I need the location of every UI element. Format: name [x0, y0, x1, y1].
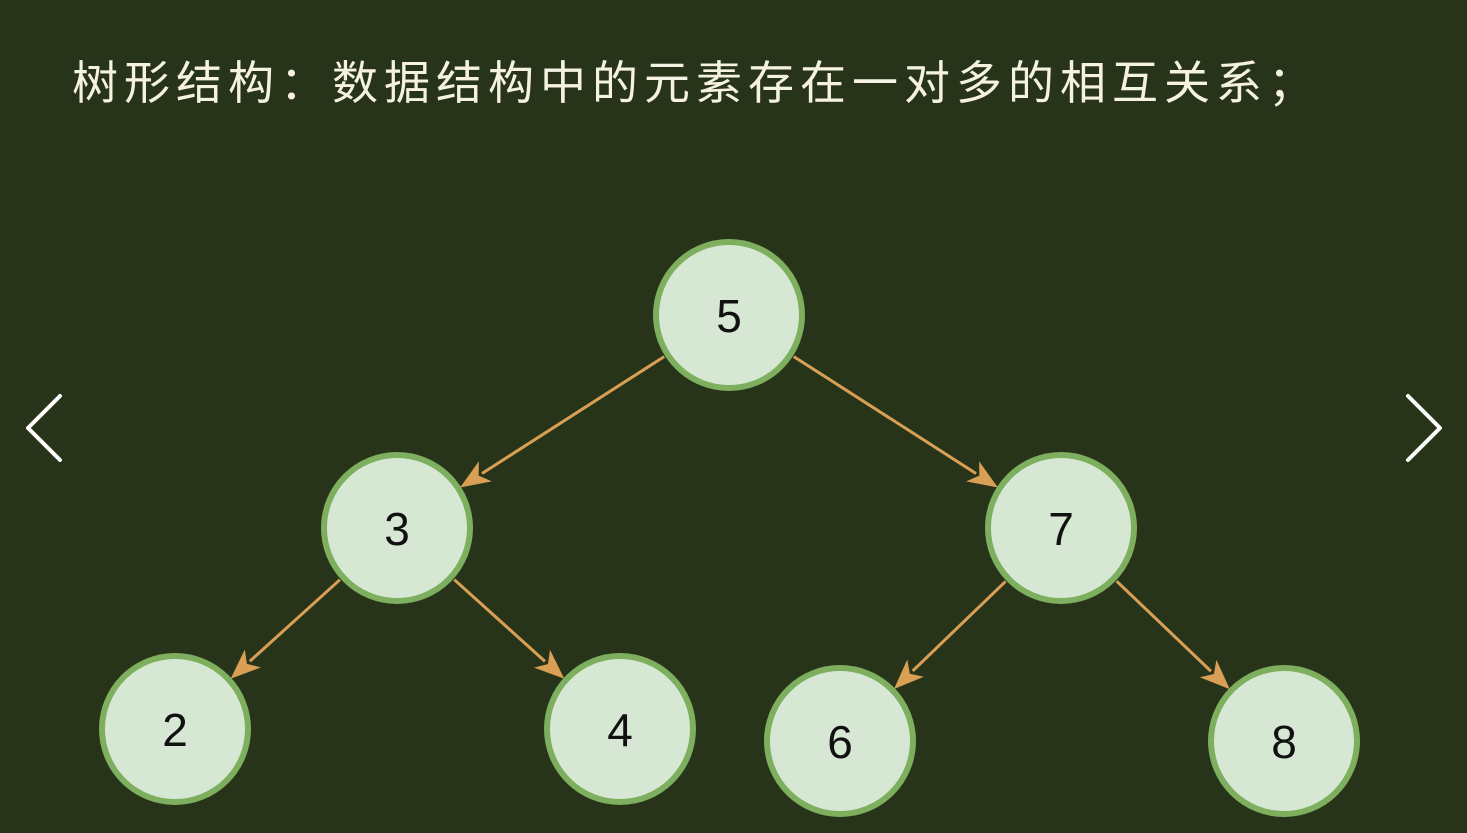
node-label: 5 [716, 290, 742, 342]
node-circle [1208, 665, 1360, 817]
edge-line [453, 578, 546, 663]
edges-layer [230, 355, 1230, 690]
edge-line [481, 355, 666, 475]
prev-slide-button[interactable] [20, 392, 64, 464]
tree-node-8: 8 [1208, 665, 1360, 817]
node-label: 3 [384, 503, 410, 555]
edge-n7-n6 [894, 580, 1007, 689]
node-circle [985, 452, 1137, 604]
node-label: 4 [607, 704, 633, 756]
arrowhead [230, 649, 261, 679]
arrowhead [1199, 659, 1230, 690]
arrowhead [460, 461, 492, 488]
tree-node-7: 7 [985, 452, 1137, 604]
edge-n5-n3 [460, 355, 666, 488]
tree-node-3: 3 [321, 452, 473, 604]
node-circle [544, 653, 696, 805]
node-circle [764, 665, 916, 817]
edge-line [1115, 580, 1212, 673]
chevron-left-icon [26, 394, 62, 462]
edge-n3-n4 [453, 578, 565, 679]
edge-line [792, 355, 977, 475]
nodes-layer: 5 3 7 2 4 6 8 [99, 239, 1360, 817]
edge-n3-n2 [230, 578, 341, 679]
edge-line [248, 578, 341, 663]
arrowhead [966, 461, 998, 488]
tree-node-4: 4 [544, 653, 696, 805]
slide-title: 树形结构：数据结构中的元素存在一对多的相互关系； [72, 56, 1320, 110]
tree-node-5: 5 [653, 239, 805, 391]
node-label: 7 [1048, 503, 1074, 555]
arrowhead [894, 659, 924, 689]
node-circle [321, 452, 473, 604]
edge-line [911, 580, 1007, 672]
arrowhead [534, 649, 565, 679]
node-circle [99, 653, 251, 805]
node-label: 2 [162, 704, 188, 756]
tree-node-2: 2 [99, 653, 251, 805]
next-slide-button[interactable] [1404, 392, 1448, 464]
node-label: 6 [827, 716, 853, 768]
tree-node-6: 6 [764, 665, 916, 817]
edge-n7-n8 [1115, 580, 1230, 690]
chevron-right-icon [1406, 394, 1442, 462]
edge-n5-n7 [792, 355, 998, 488]
node-circle [653, 239, 805, 391]
node-label: 8 [1271, 716, 1297, 768]
